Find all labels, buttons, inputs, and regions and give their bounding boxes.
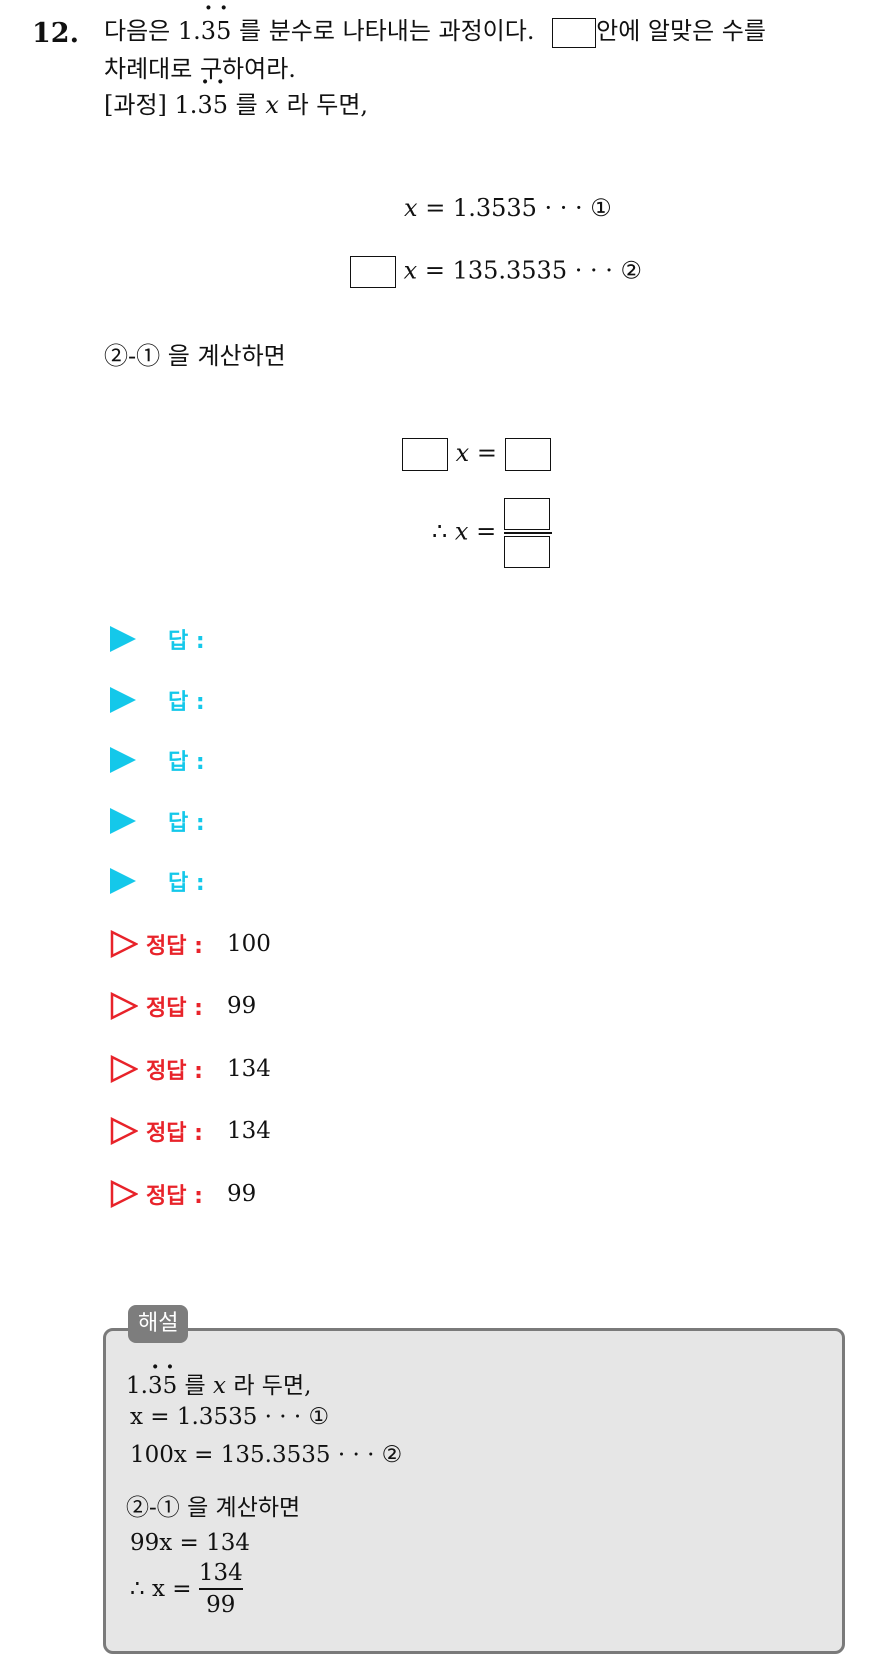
answer-row-3[interactable]: 답 : bbox=[110, 743, 205, 777]
correct-label: 정답 : bbox=[146, 1059, 203, 1084]
explanation-repeating-decimal: 1.35 bbox=[126, 1373, 177, 1399]
blank-box-denominator bbox=[503, 535, 550, 568]
correct-label: 정답 : bbox=[146, 1184, 203, 1209]
explanation-line-6: ∴ x = 134 99 bbox=[130, 1560, 243, 1618]
therefore-symbol: ∴ bbox=[432, 517, 448, 546]
question-line-2: 차례대로 구하여라. bbox=[104, 55, 296, 83]
play-triangle-icon bbox=[110, 868, 136, 894]
explanation-text-a: 를 bbox=[184, 1373, 206, 1399]
blank-box-eq3-left bbox=[402, 438, 448, 471]
question-line-1: 다음은 1.35 를 분수로 나타내는 과정이다. 안에 알맞은 수를 bbox=[104, 14, 766, 48]
correct-row-3: 정답 : 134 bbox=[110, 1052, 271, 1086]
answer-label: 답 : bbox=[168, 811, 205, 836]
process-label: [과정] bbox=[104, 91, 167, 119]
eq1-var: x bbox=[404, 194, 418, 222]
answer-label: 답 : bbox=[168, 690, 205, 715]
question-text-e: 라 두면, bbox=[286, 91, 369, 119]
fraction-numerator: 134 bbox=[198, 1560, 243, 1586]
correct-label: 정답 : bbox=[146, 934, 203, 959]
answer-row-5[interactable]: 답 : bbox=[110, 864, 205, 898]
answer-row-4[interactable]: 답 : bbox=[110, 804, 205, 838]
play-triangle-icon bbox=[110, 687, 136, 713]
equation-3: x = bbox=[402, 438, 551, 471]
explanation-line-5: 99x = 134 bbox=[130, 1530, 251, 1556]
explanation-therefore: ∴ x = bbox=[130, 1575, 192, 1602]
question-text-a: 다음은 bbox=[104, 17, 171, 45]
fraction-bar bbox=[503, 532, 552, 534]
subtract-instruction: ②-① 을 계산하면 bbox=[104, 342, 286, 370]
equation-4: ∴ x = bbox=[432, 498, 552, 568]
equation-1: x = 1.3535 · · · ① bbox=[404, 194, 612, 222]
answer-row-1[interactable]: 답 : bbox=[110, 622, 205, 656]
outline-triangle-icon bbox=[110, 930, 138, 958]
correct-value: 99 bbox=[226, 1181, 257, 1207]
blank-box-numerator bbox=[503, 498, 550, 530]
correct-value: 99 bbox=[226, 993, 257, 1019]
answer-label: 답 : bbox=[168, 629, 205, 654]
correct-value: 134 bbox=[226, 1056, 271, 1082]
explanation-box bbox=[103, 1328, 845, 1654]
play-triangle-icon bbox=[110, 626, 136, 652]
outline-triangle-icon bbox=[110, 992, 138, 1020]
outline-triangle-icon bbox=[110, 1055, 138, 1083]
outline-triangle-icon bbox=[110, 1117, 138, 1145]
correct-row-1: 정답 : 100 bbox=[110, 927, 271, 961]
eq4-var: x bbox=[454, 517, 469, 546]
correct-value: 134 bbox=[226, 1118, 271, 1144]
correct-row-2: 정답 : 99 bbox=[110, 989, 256, 1023]
explanation-line-2: x = 1.3535 · · · ① bbox=[130, 1404, 330, 1430]
correct-row-4: 정답 : 134 bbox=[110, 1114, 271, 1148]
eq3-op: = bbox=[476, 439, 497, 467]
eq2-rhs: = 135.3535 · · · ② bbox=[424, 256, 642, 285]
explanation-line-4: ②-① 을 계산하면 bbox=[126, 1495, 301, 1521]
eq2-var: x bbox=[403, 256, 418, 285]
answer-label: 답 : bbox=[168, 750, 205, 775]
play-triangle-icon bbox=[110, 808, 136, 834]
question-number: 12. bbox=[32, 18, 79, 49]
blank-box-eq2 bbox=[350, 256, 396, 288]
eq3-var: x bbox=[455, 439, 470, 467]
question-line-3: [과정] 1.35 를 x 라 두면, bbox=[104, 88, 368, 122]
answer-row-2[interactable]: 답 : bbox=[110, 683, 205, 717]
explanation-fraction: 134 99 bbox=[198, 1560, 243, 1618]
fraction-bar bbox=[198, 1588, 243, 1590]
outline-triangle-icon bbox=[110, 1180, 138, 1208]
eq4-op: = bbox=[476, 517, 497, 546]
equation-2: x = 135.3535 · · · ② bbox=[350, 256, 642, 288]
play-triangle-icon bbox=[110, 747, 136, 773]
repeating-decimal-2: 1.35 bbox=[175, 91, 228, 119]
blank-box-inline bbox=[552, 17, 597, 48]
repeating-decimal: 1.35 bbox=[178, 17, 231, 45]
fraction-denominator: 99 bbox=[206, 1591, 236, 1618]
correct-row-5: 정답 : 99 bbox=[110, 1177, 256, 1211]
explanation-line-3: 100x = 135.3535 · · · ② bbox=[130, 1442, 403, 1468]
question-text-d: 를 bbox=[235, 91, 258, 119]
blank-fraction bbox=[503, 498, 552, 568]
question-text-c: 안에 알맞은 수를 bbox=[596, 17, 766, 45]
explanation-title: 해설 bbox=[128, 1305, 189, 1343]
correct-label: 정답 : bbox=[146, 996, 203, 1021]
eq1-rhs: = 1.3535 · · · ① bbox=[425, 194, 612, 222]
explanation-text-b: 라 두면, bbox=[233, 1373, 312, 1399]
blank-box-eq3-right bbox=[504, 438, 551, 471]
correct-value: 100 bbox=[226, 931, 271, 957]
explanation-var: x bbox=[213, 1373, 227, 1399]
explanation-line-1: 1.35 를 x 라 두면, bbox=[126, 1366, 311, 1400]
variable-x: x bbox=[265, 91, 279, 119]
answer-label: 답 : bbox=[168, 871, 205, 896]
question-text-b: 를 분수로 나타내는 과정이다. bbox=[239, 17, 535, 45]
correct-label: 정답 : bbox=[146, 1121, 203, 1146]
